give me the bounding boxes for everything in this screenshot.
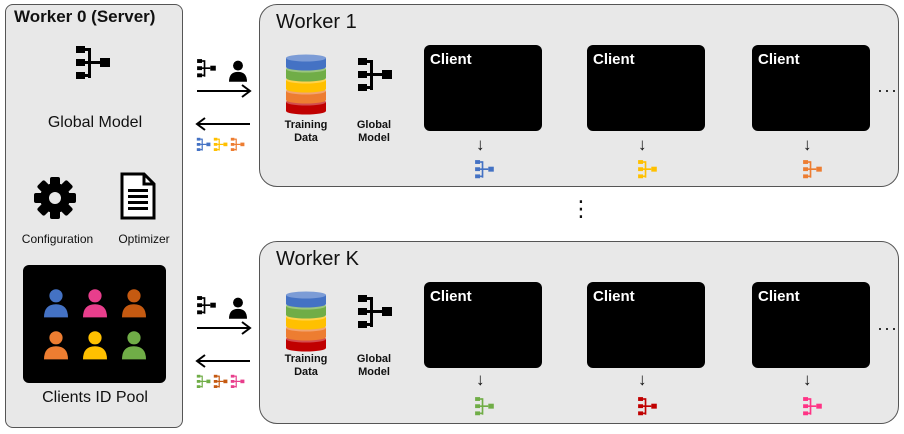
- worker-global-model-icon: [358, 58, 392, 91]
- client-label: Client: [430, 51, 472, 68]
- down-arrow: ↓: [803, 135, 812, 154]
- local-model-icon: [475, 397, 494, 416]
- worker-k-client-2: Client: [587, 282, 705, 368]
- worker-1-client-3: Client: [752, 45, 870, 131]
- returned-model-icon: [213, 374, 228, 388]
- configuration-label: Configuration: [21, 232, 94, 246]
- worker-1-more-clients-ellipsis: ···: [877, 80, 898, 100]
- client-label: Client: [758, 51, 800, 68]
- client-person-icon: [83, 331, 107, 360]
- worker-k-training-data-label: Training Data: [284, 353, 328, 378]
- worker-k-more-clients-ellipsis: ···: [877, 318, 898, 338]
- send-arrow: [197, 84, 252, 98]
- training-data-icon: [286, 54, 326, 115]
- down-arrow: ↓: [476, 135, 485, 154]
- clients-pool-people: [44, 289, 146, 360]
- return-arrow: [195, 354, 250, 368]
- client-label: Client: [593, 51, 635, 68]
- returned-model-icon: [196, 137, 211, 151]
- local-model-icon: [803, 397, 822, 416]
- local-model-icon: [803, 160, 822, 179]
- local-model-icon: [638, 160, 657, 179]
- returned-model-icon: [230, 137, 245, 151]
- down-arrow: ↓: [638, 370, 647, 389]
- local-model-icon: [475, 160, 494, 179]
- send-arrow: [197, 321, 252, 335]
- worker-k-client-3: Client: [752, 282, 870, 368]
- worker-1-training-data-label: Training Data: [284, 119, 328, 144]
- returned-model-icon: [230, 374, 245, 388]
- worker-1-global-model-label: Global Model: [356, 119, 392, 144]
- client-person-icon: [83, 289, 107, 318]
- clients-pool-label: Clients ID Pool: [42, 389, 148, 406]
- global-model-icon: [76, 46, 110, 79]
- down-arrow: ↓: [638, 135, 647, 154]
- model-upload-icon: [197, 59, 216, 78]
- client-person-icon: [122, 289, 146, 318]
- worker-1-title: Worker 1: [276, 11, 357, 33]
- worker-1-client-2: Client: [587, 45, 705, 131]
- worker-1-client-1: Client: [424, 45, 542, 131]
- client-person-icon: [44, 289, 68, 318]
- server-global-model-label: Global Model: [47, 114, 143, 131]
- client-label: Client: [430, 288, 472, 305]
- model-upload-icon: [197, 296, 216, 315]
- returned-model-icon: [213, 137, 228, 151]
- optimizer-label: Optimizer: [118, 232, 170, 246]
- returned-model-icon: [196, 374, 211, 388]
- gear-icon: [34, 177, 76, 219]
- client-upload-icon: [229, 297, 247, 319]
- client-person-icon: [44, 331, 68, 360]
- client-upload-icon: [229, 60, 247, 82]
- down-arrow: ↓: [476, 370, 485, 389]
- return-arrow: [195, 117, 250, 131]
- vertical-ellipsis: ⋮: [570, 196, 592, 221]
- down-arrow: ↓: [803, 370, 812, 389]
- worker-global-model-icon: [358, 295, 392, 328]
- training-data-icon: [286, 291, 326, 352]
- client-person-icon: [122, 331, 146, 360]
- local-model-icon: [638, 397, 657, 416]
- worker-k-client-1: Client: [424, 282, 542, 368]
- client-label: Client: [593, 288, 635, 305]
- server-title: Worker 0 (Server): [14, 7, 156, 26]
- client-label: Client: [758, 288, 800, 305]
- optimizer-icon: [120, 172, 156, 220]
- clients-id-pool: [23, 265, 166, 383]
- worker-k-title: Worker K: [276, 248, 359, 270]
- worker-k-global-model-label: Global Model: [356, 353, 392, 378]
